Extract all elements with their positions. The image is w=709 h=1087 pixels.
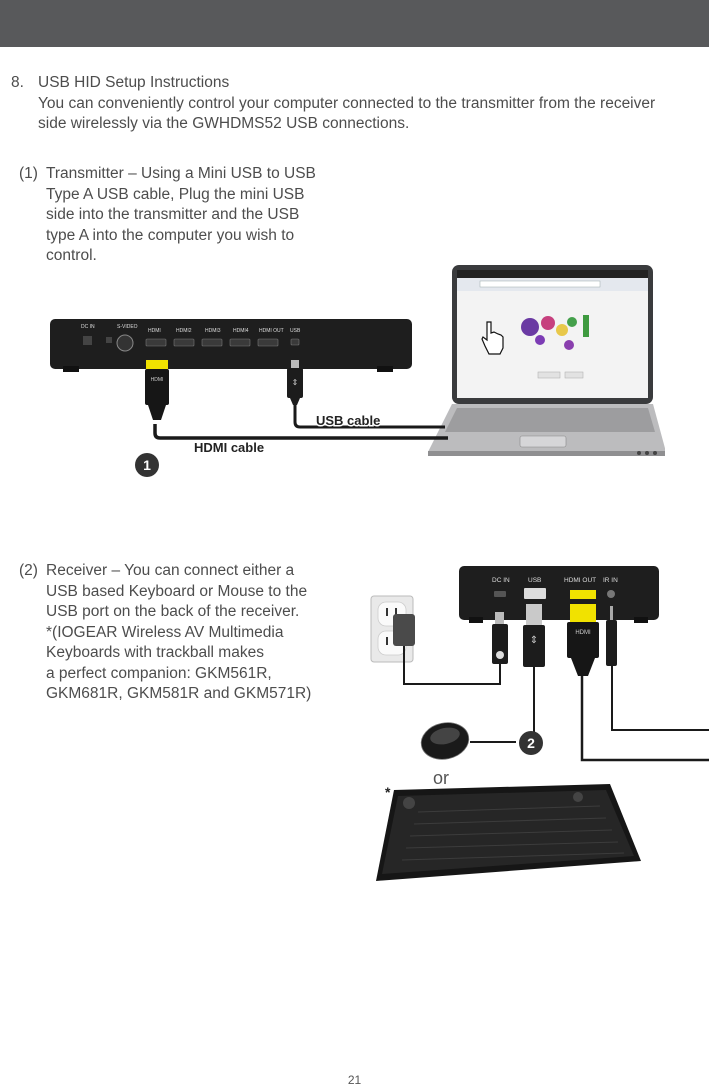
laptop-image: [428, 265, 665, 456]
step2-text: Receiver – You can connect either a USB …: [46, 561, 311, 705]
port-label: S-VIDEO: [117, 324, 138, 330]
step2-number: (2): [19, 562, 38, 579]
svg-text:⇕: ⇕: [530, 635, 538, 646]
port-label: HDMI: [148, 328, 161, 334]
port-label: USB: [528, 577, 541, 584]
section-title: USB HID Setup Instructions: [38, 74, 230, 91]
receiver-image: DC IN USB HDMI OUT IR IN: [459, 566, 659, 623]
step1-number: (1): [19, 165, 38, 182]
port-label: HDMI3: [205, 328, 221, 334]
port-label: USB: [290, 328, 301, 334]
step1-line: type A into the computer you wish to: [46, 226, 295, 244]
cables: [153, 404, 448, 440]
port-label: HDMI4: [233, 328, 249, 334]
step2-line: GKM681R, GKM581R and GKM571R): [46, 685, 312, 702]
step-2-badge: [519, 731, 543, 755]
usb-plug: ⇕: [287, 360, 303, 405]
header-bar: [0, 0, 709, 47]
step-2-badge-number: 2: [527, 735, 535, 751]
section-number: 8.: [11, 74, 24, 91]
intro-line: side wirelessly via the GWHDMS52 USB con…: [38, 115, 410, 132]
hdmi-plug: HDMI: [145, 360, 169, 420]
wall-outlet-image: [370, 595, 415, 663]
usb-cable-label: USB cable: [316, 413, 380, 428]
intro-line: You can conveniently control your comput…: [38, 94, 656, 112]
step2-line: USB port on the back of the receiver.: [46, 603, 300, 620]
usb-cable-label-outline: USB cable: [316, 413, 380, 428]
keyboard-image: [376, 784, 641, 881]
step2-line: *(IOGEAR Wireless AV Multimedia: [46, 623, 284, 641]
port-label: HDMI OUT: [564, 577, 596, 584]
power-plug: [492, 612, 508, 664]
ir-plug: [606, 606, 617, 666]
page-number: 21: [347, 1073, 362, 1087]
plug-label: HDMI: [151, 377, 164, 383]
mouse-image: [420, 722, 470, 760]
or-label: or: [433, 768, 449, 788]
port-label: HDMI2: [176, 328, 192, 334]
port-label: HDMI OUT: [259, 328, 284, 334]
port-label: DC IN: [81, 324, 95, 330]
step1-line: Transmitter – Using a Mini USB to USB: [46, 165, 316, 182]
step2-line: Keyboards with trackball makes: [46, 644, 264, 661]
usb-plug: ⇕: [523, 604, 545, 667]
hdmi-plug: HDMI: [567, 604, 599, 676]
receiver-diagram: DC IN USB HDMI OUT IR IN ⇕ HDMI: [370, 566, 709, 881]
step2-line: a perfect companion: GKM561R,: [46, 664, 272, 682]
transmitter-diagram: DC IN S-VIDEO HDMI HDMI2 HDMI3 HDMI4 HDM…: [50, 265, 665, 477]
step-1-badge: [135, 453, 159, 477]
transmitter-image: DC IN S-VIDEO HDMI HDMI2 HDMI3 HDMI4 HDM…: [50, 319, 412, 372]
step2-line: Receiver – You can connect either a: [46, 562, 295, 579]
hdmi-cable-label: HDMI cable: [194, 440, 264, 455]
plug-label: HDMI: [575, 630, 591, 636]
step-1-badge-number: 1: [143, 457, 151, 473]
section-intro: You can conveniently control your comput…: [38, 94, 655, 135]
port-label: IR IN: [603, 577, 618, 584]
svg-text:⇕: ⇕: [292, 378, 299, 387]
step1-line: Type A USB cable, Plug the mini USB: [46, 185, 305, 203]
step1-text: Transmitter – Using a Mini USB to USB Ty…: [46, 164, 316, 267]
step1-line: side into the transmitter and the USB: [46, 206, 300, 223]
asterisk-mark: *: [385, 784, 391, 800]
step1-line: control.: [46, 247, 97, 264]
port-label: DC IN: [492, 577, 510, 584]
step2-line: USB based Keyboard or Mouse to the: [46, 582, 308, 600]
